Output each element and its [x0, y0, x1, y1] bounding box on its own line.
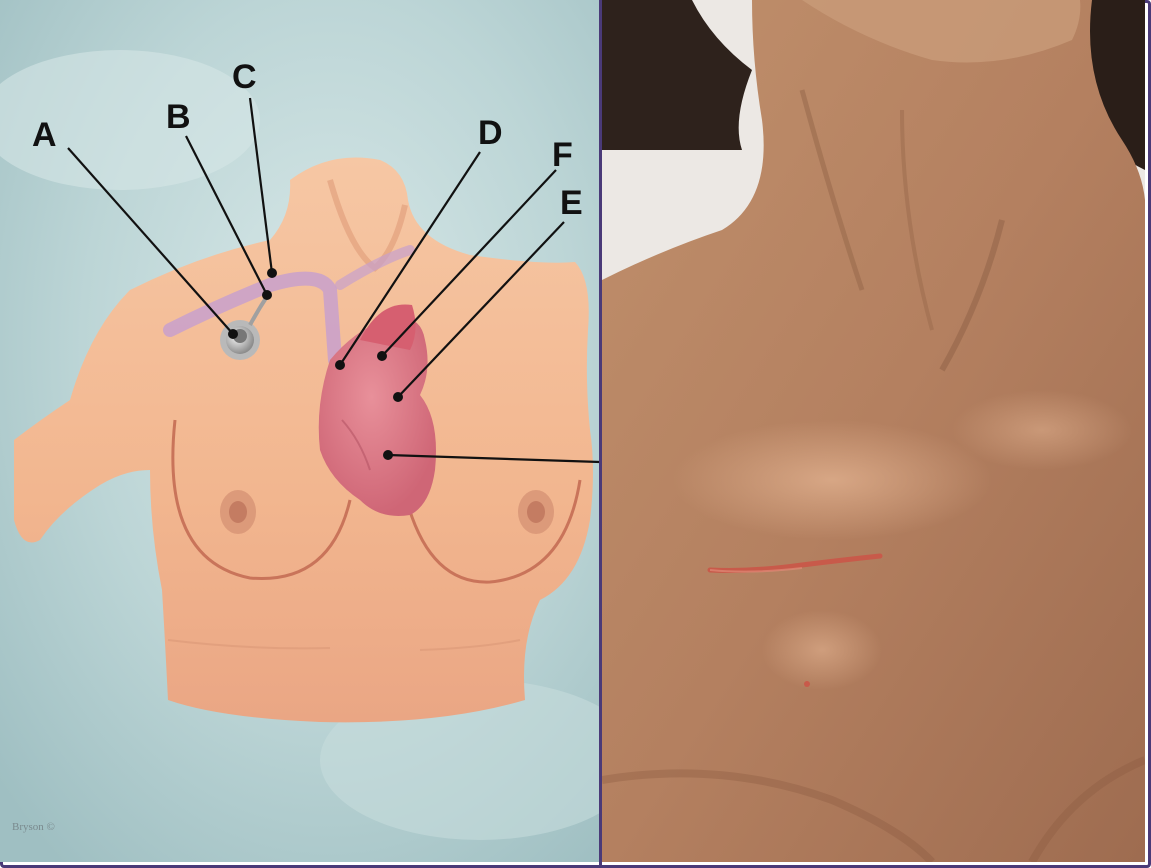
port-illustration: A B C D F E Bryson ©	[0, 0, 600, 862]
illustration-panel: A B C D F E Bryson ©	[0, 0, 600, 862]
label-f: F	[552, 136, 573, 174]
label-a: A	[32, 116, 57, 154]
label-c: C	[232, 58, 257, 96]
label-b: B	[166, 98, 191, 136]
photo-panel	[602, 0, 1145, 862]
needle-mark	[804, 681, 810, 687]
label-d: D	[478, 114, 503, 152]
label-e: E	[560, 184, 583, 222]
artist-credit: Bryson ©	[12, 821, 55, 833]
patient-photo	[602, 0, 1145, 862]
